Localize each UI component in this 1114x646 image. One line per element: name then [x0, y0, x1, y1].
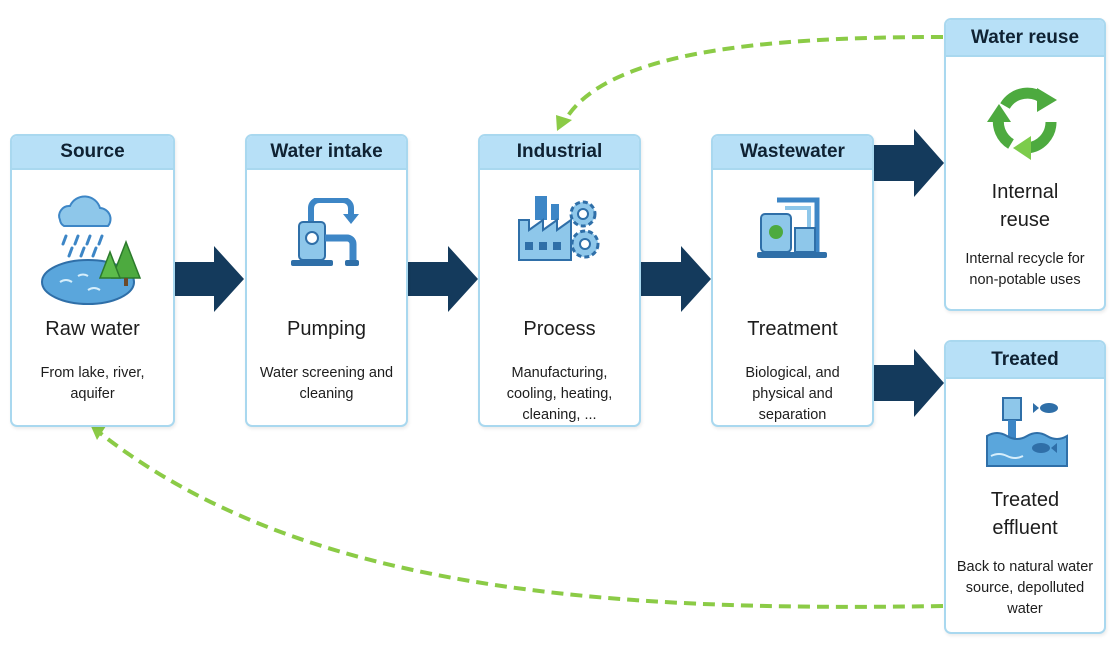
- flow-arrow-wastewater-reuse: [874, 129, 944, 197]
- stage-card-treated: Treated Treated effluent Back to natural…: [944, 340, 1106, 634]
- return-loop-arrow: [98, 431, 944, 609]
- stage-title: Pumping: [287, 318, 366, 340]
- stage-card-water-intake: Water intake Pumping Water screening and…: [245, 134, 408, 427]
- stage-description: From lake, river, aquifer: [40, 365, 145, 402]
- stage-header: Industrial: [480, 136, 639, 170]
- treatment-plant-icon: [756, 197, 827, 258]
- stage-title: Treatment: [747, 318, 838, 340]
- stage-description: Internal recycle for non-potable uses: [965, 251, 1085, 288]
- stage-card-industrial: Industrial Process Manufacturing, coolin…: [478, 134, 641, 427]
- stage-card-water-reuse: Water reuse Internal reuse Internal recy…: [944, 18, 1106, 311]
- flow-arrow-source-intake: [174, 246, 244, 312]
- pump-icon: [290, 198, 359, 266]
- rain-lake-trees-icon: [40, 195, 141, 305]
- outfall-fish-icon: [986, 397, 1068, 467]
- stage-header: Water reuse: [946, 20, 1104, 57]
- reuse-loop-arrow: [561, 35, 944, 125]
- stage-card-wastewater: Wastewater Treatment Biological, and phy…: [711, 134, 874, 427]
- stage-description: Back to natural water source, depolluted…: [956, 559, 1094, 617]
- stage-description: Manufacturing, cooling, heating, cleanin…: [506, 365, 613, 423]
- stage-header: Treated: [946, 342, 1104, 379]
- stage-card-source: Source Raw water From lake, river, aquif…: [10, 134, 175, 427]
- stage-title: Raw water: [45, 318, 140, 340]
- flow-arrow-intake-industrial: [408, 246, 478, 312]
- stage-header: Source: [12, 136, 173, 170]
- stage-title: Process: [523, 318, 596, 340]
- flow-arrow-wastewater-treated: [874, 349, 944, 417]
- flow-arrow-industrial-wastewater: [641, 246, 711, 312]
- return-loop-arrowhead: [90, 424, 106, 440]
- stage-description: Water screening and cleaning: [259, 365, 394, 402]
- stage-header: Water intake: [247, 136, 406, 170]
- stage-title: Treated effluent: [990, 489, 1060, 539]
- stage-description: Biological, and physical and separation: [745, 365, 840, 423]
- reuse-loop-arrowhead: [556, 115, 572, 131]
- stage-header: Wastewater: [713, 136, 872, 170]
- recycle-icon: [987, 87, 1057, 160]
- factory-gears-icon: [517, 196, 599, 261]
- stage-title: Internal reuse: [991, 181, 1059, 231]
